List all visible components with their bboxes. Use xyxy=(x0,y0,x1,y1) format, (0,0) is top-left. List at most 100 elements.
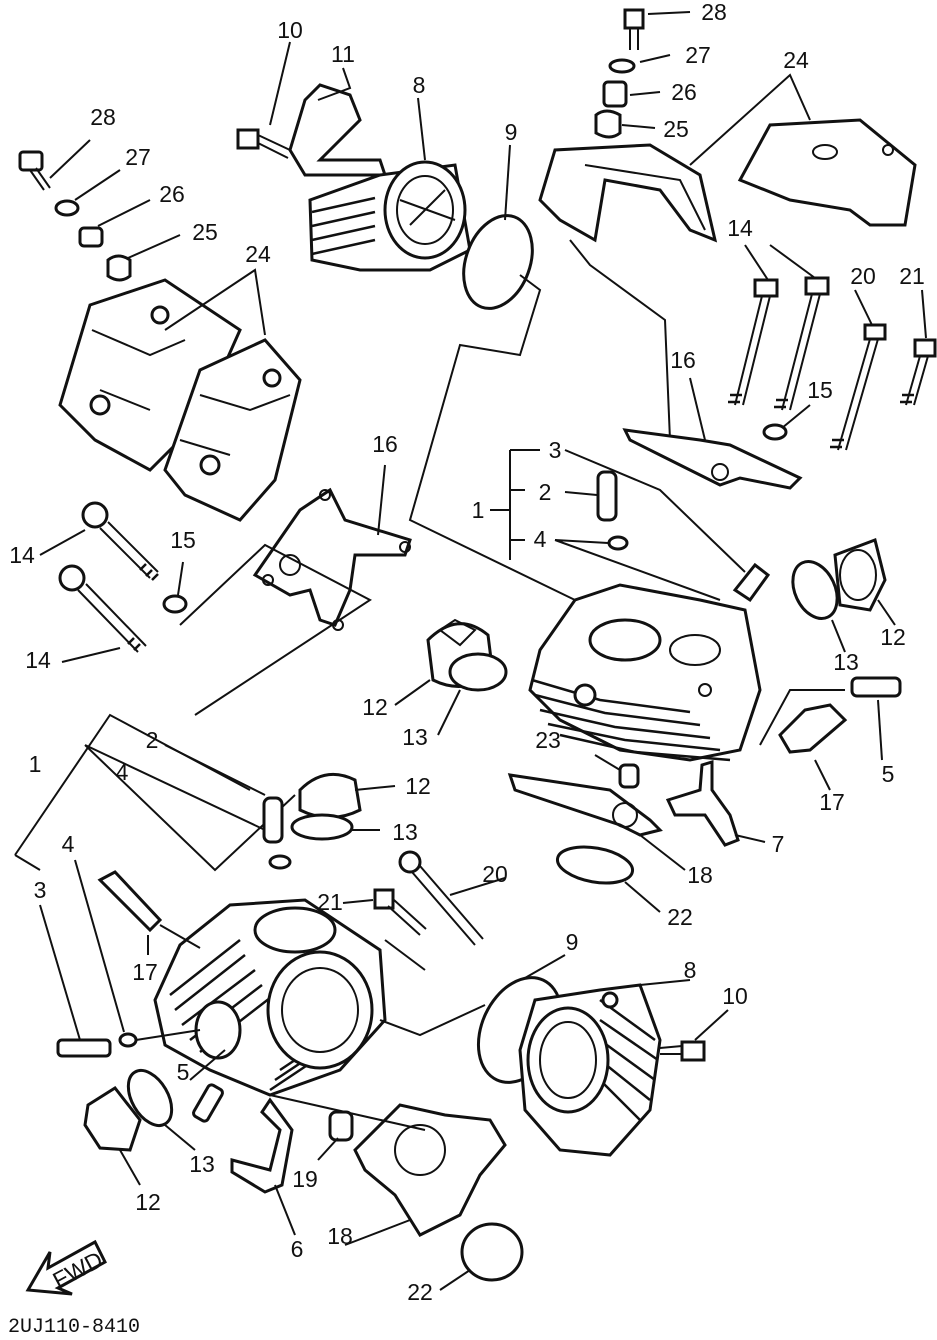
callout-15-c15b: 15 xyxy=(807,377,833,403)
callout-10-c10b: 10 xyxy=(722,983,748,1009)
callout-12-c12a: 12 xyxy=(362,694,388,720)
callout-2-c2a: 2 xyxy=(539,479,552,505)
callout-10-c10a: 10 xyxy=(277,17,303,43)
clip-4-front xyxy=(607,535,629,551)
callout-17-c17a: 17 xyxy=(819,789,845,815)
callout-5-c5b: 5 xyxy=(177,1059,190,1085)
stud-3-rear xyxy=(56,1038,112,1058)
callout-3-c3b: 3 xyxy=(34,877,47,903)
front-cylinder-head xyxy=(394,449,902,913)
rear-cylinder-head xyxy=(14,713,524,1291)
callout-16-c16a: 16 xyxy=(372,431,398,457)
washer-27-front xyxy=(608,58,636,74)
callout-12-c12b: 12 xyxy=(880,624,906,650)
callout-9-c9a: 9 xyxy=(505,119,518,145)
callout-14-c14b: 14 xyxy=(727,215,753,241)
callout-1-c1a: 1 xyxy=(472,497,485,523)
callout-26-c26b: 26 xyxy=(671,79,697,105)
spark-plug-17-rear xyxy=(97,870,163,933)
callout-21-c21a: 21 xyxy=(899,263,925,289)
stud-5-front xyxy=(850,676,902,698)
valve-guide-3-front xyxy=(732,562,771,603)
callout-16-c16b: 16 xyxy=(670,347,696,373)
callout-27-c27a: 27 xyxy=(125,144,151,170)
valve-guide-2-rear xyxy=(262,796,284,844)
callout-21-c21b: 21 xyxy=(317,889,343,915)
callout-11-c11a: 11 xyxy=(331,41,355,67)
callout-8-c8a: 8 xyxy=(413,72,426,98)
bolt-10-rear xyxy=(257,134,291,159)
callout-3-c3a: 3 xyxy=(549,437,562,463)
callout-18-c18b: 18 xyxy=(327,1223,353,1249)
callout-28-c28a: 28 xyxy=(90,104,116,130)
o-ring-13-rear-bottom xyxy=(126,1069,174,1127)
cover-24-front-left xyxy=(538,143,718,243)
cap-12-rear-top xyxy=(298,772,362,819)
gasket-22-front xyxy=(555,845,635,885)
callout-12-c12d: 12 xyxy=(135,1189,161,1215)
washer-27-rear xyxy=(54,199,80,217)
callout-15-c15a: 15 xyxy=(170,527,196,553)
front-head-cover-assembly xyxy=(538,8,917,441)
clip-4-rear-lower xyxy=(118,1032,138,1048)
callout-13-c13b: 13 xyxy=(833,649,859,675)
fwd-arrow: FWD xyxy=(25,1239,107,1296)
callout-23-c23a: 23 xyxy=(535,727,561,753)
callout-24-c24b: 24 xyxy=(783,47,809,73)
callout-27-c27b: 27 xyxy=(685,42,711,68)
cap-12-rear-bottom xyxy=(83,1086,142,1152)
gasket-9-rear xyxy=(462,214,534,310)
front-rocker-bolts xyxy=(622,244,937,490)
collar-26-front xyxy=(602,80,628,108)
front-cylinder-assembly xyxy=(476,954,729,1157)
cylinder-head-1-front xyxy=(528,583,762,762)
bracket-11 xyxy=(288,83,388,177)
callout-1-c1b: 1 xyxy=(29,751,42,777)
valve-guide-2-front xyxy=(596,470,618,522)
cover-24-front-right xyxy=(737,118,917,227)
callout-13-c13a: 13 xyxy=(402,724,428,750)
spark-plug-17-front xyxy=(778,703,848,754)
callout-4-c4b: 4 xyxy=(116,759,129,785)
callout-8-c8b: 8 xyxy=(684,957,697,983)
oil-pipe-6 xyxy=(230,1097,294,1194)
o-ring-13-front-right xyxy=(791,560,839,620)
callout-14-c14c: 14 xyxy=(25,647,51,673)
callout-2-c2b: 2 xyxy=(146,727,159,753)
callout-20-c20b: 20 xyxy=(482,861,508,887)
dowel-23-front xyxy=(618,763,640,789)
callout-4-c4c: 4 xyxy=(62,831,75,857)
o-ring-13-rear-top xyxy=(290,813,354,841)
bolt-28-rear xyxy=(18,150,51,191)
rear-head-cover-assembly xyxy=(18,139,302,522)
callout-28-c28b: 28 xyxy=(701,0,727,25)
callout-25-c25a: 25 xyxy=(192,219,218,245)
clip-4-rear xyxy=(268,854,292,870)
callout-14-c14a: 14 xyxy=(9,542,35,568)
callout-4-c4a: 4 xyxy=(534,526,547,552)
callout-13-c13c: 13 xyxy=(392,819,418,845)
callout-25-c25b: 25 xyxy=(663,116,689,142)
callout-24-c24a: 24 xyxy=(245,241,271,267)
bolt-28-front xyxy=(629,28,639,50)
callout-22-c22a: 22 xyxy=(667,904,693,930)
callout-18-c18a: 18 xyxy=(687,862,713,888)
callout-6-c6a: 6 xyxy=(291,1236,304,1262)
bracket-16-front xyxy=(622,428,803,490)
callout-5-c5a: 5 xyxy=(882,761,895,787)
callout-22-c22b: 22 xyxy=(407,1279,433,1305)
gasket-18-rear xyxy=(353,1103,507,1237)
bracket-16-rear xyxy=(252,487,412,627)
callout-19-c19a: 19 xyxy=(292,1166,318,1192)
drawing-code: 2UJ110-8410 xyxy=(8,1316,140,1339)
rear-rocker-cover-bolts xyxy=(39,464,412,716)
rear-cylinder-assembly xyxy=(236,41,576,601)
cap-12-front-right xyxy=(833,538,887,612)
stud-5-rear xyxy=(192,1083,224,1123)
grommet-25-front xyxy=(594,109,622,139)
callout-7-c7a: 7 xyxy=(772,831,785,857)
callout-13-c13d: 13 xyxy=(189,1151,215,1177)
grommet-25-rear xyxy=(106,254,132,282)
